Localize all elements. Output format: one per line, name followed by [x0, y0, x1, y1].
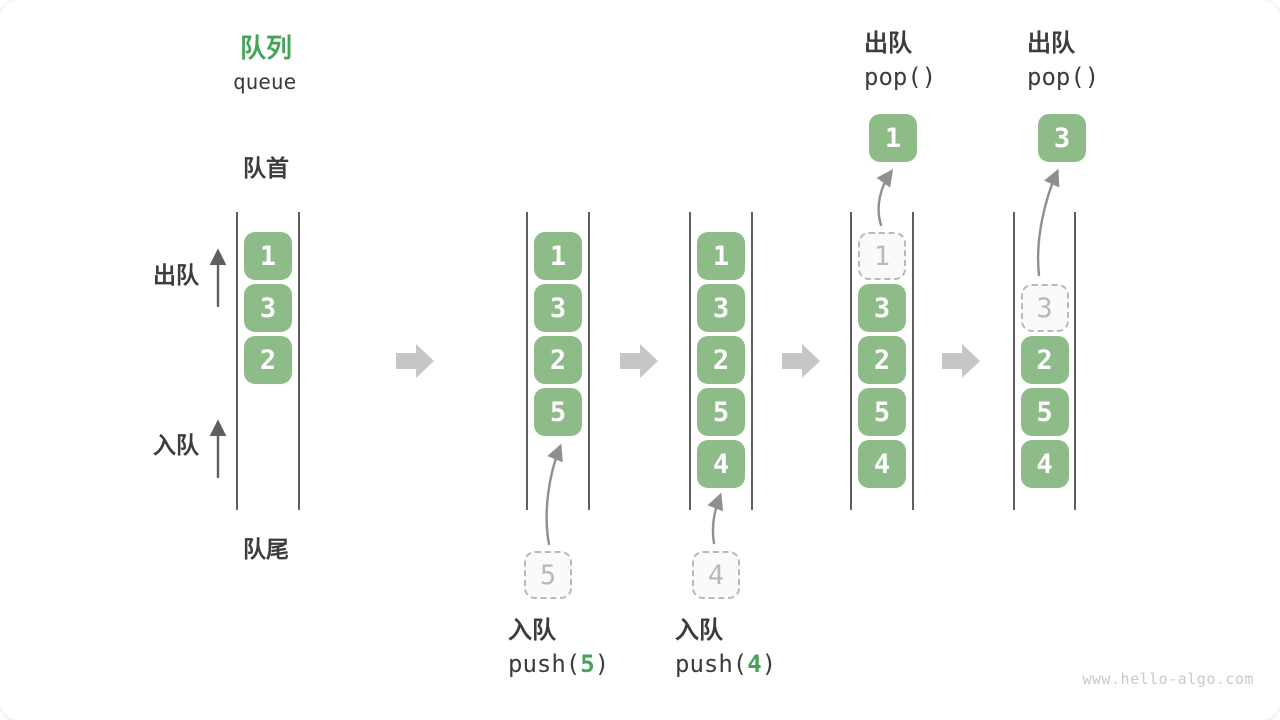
watermark: www.hello-algo.com: [1082, 670, 1254, 688]
state-transition-arrow: [396, 344, 434, 378]
op-label-dequeue: 出队: [864, 30, 912, 57]
queue-item: 4: [1020, 440, 1069, 488]
queue-item: 2: [858, 336, 906, 384]
op-code-enqueue: push(5): [508, 650, 610, 678]
label-queue-rear: 队尾: [243, 536, 289, 562]
queue-item: 1: [534, 232, 582, 280]
state-transition-arrow: [782, 344, 820, 378]
queue-item: 2: [534, 336, 582, 384]
dequeued-item: 3: [1038, 114, 1086, 162]
label-dequeue-side: 出队: [153, 262, 199, 288]
queue-item: 2: [1020, 336, 1069, 384]
op-code-dequeue: pop(): [864, 63, 937, 91]
queue-item: 5: [858, 388, 906, 436]
diagram-subtitle: queue: [233, 70, 297, 94]
queue-item: 3: [697, 284, 745, 332]
queue-item: 3: [534, 284, 582, 332]
enqueue-staging-item: 5: [524, 551, 572, 599]
queue-item: 3: [244, 284, 292, 332]
queue-item: 1: [697, 232, 745, 280]
enqueue-staging-item: 4: [692, 551, 740, 599]
queue-item: 4: [697, 440, 745, 488]
state-transition-arrow: [942, 344, 980, 378]
op-code-enqueue: push(4): [675, 650, 777, 678]
queue-item-removed: 3: [1020, 284, 1069, 332]
queue-item: 5: [534, 388, 582, 436]
op-label-enqueue: 入队: [675, 617, 723, 644]
queue-item: 1: [244, 232, 292, 280]
queue-item-removed: 1: [858, 232, 906, 280]
label-queue-front: 队首: [243, 155, 289, 181]
state-transition-arrow: [620, 344, 658, 378]
push-arrow: [545, 443, 563, 546]
op-label-enqueue: 入队: [508, 617, 556, 644]
op-label-dequeue: 出队: [1027, 30, 1075, 57]
dequeued-item: 1: [869, 114, 917, 162]
pop-arrow: [1036, 168, 1060, 277]
queue-item: 2: [244, 336, 292, 384]
queue-item: 5: [697, 388, 745, 436]
op-code-dequeue: pop(): [1027, 63, 1100, 91]
diagram-title: 队列: [240, 33, 293, 63]
queue-item: 5: [1020, 388, 1069, 436]
queue-item: 2: [697, 336, 745, 384]
push-arrow: [707, 492, 724, 545]
queue-item: 4: [858, 440, 906, 488]
pop-arrow: [876, 169, 894, 227]
label-enqueue-side: 入队: [153, 432, 199, 458]
queue-item: 3: [858, 284, 906, 332]
